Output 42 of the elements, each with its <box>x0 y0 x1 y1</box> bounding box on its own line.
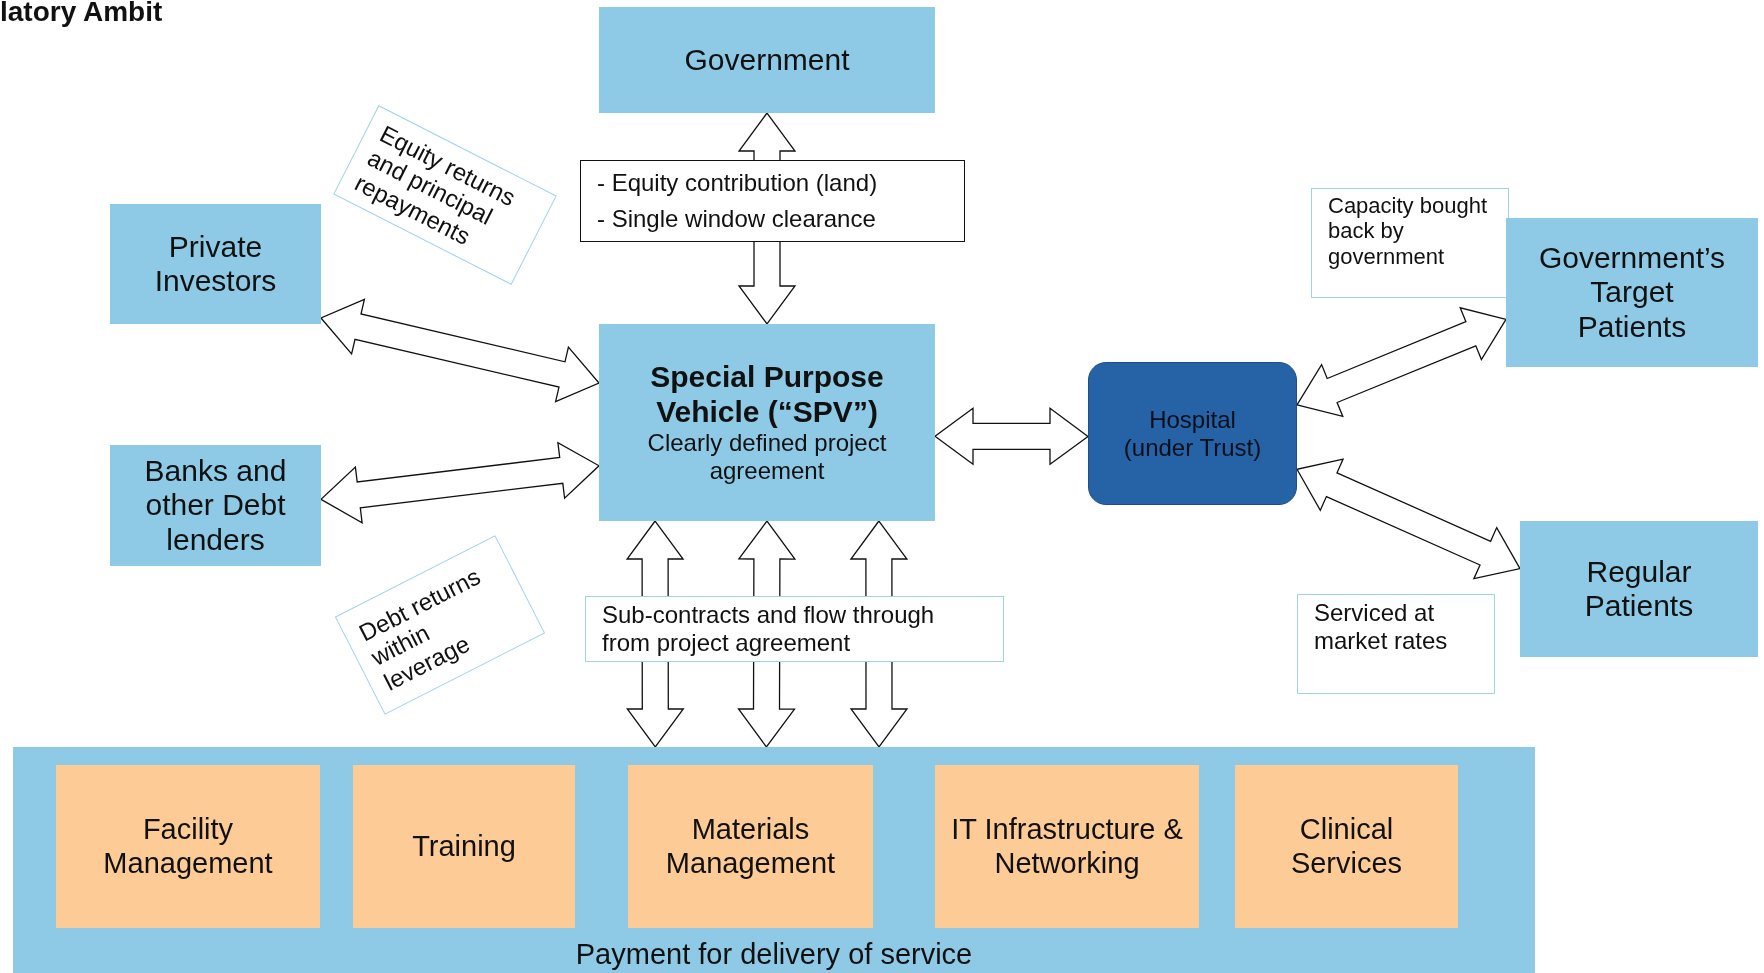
box-text: IT Infrastructure & Networking <box>950 813 1184 880</box>
double-arrow <box>1296 458 1521 580</box>
service-box <box>628 765 873 928</box>
box-text: Private Investors <box>153 229 278 299</box>
service-box <box>1235 765 1458 928</box>
box-text: Training <box>412 829 516 864</box>
box-text: Serviced at market rates <box>1314 599 1449 655</box>
box-text: Government’s Target Patients <box>1537 240 1727 345</box>
note-box <box>1297 594 1495 694</box>
double-arrow <box>1296 306 1507 418</box>
double-arrow <box>933 407 1090 466</box>
box-text: Clearly defined project agreement <box>646 429 888 485</box>
entity-box <box>110 445 321 566</box>
service-box <box>353 765 575 928</box>
box-heading: Special Purpose Vehicle (“SPV”) <box>649 360 885 430</box>
box-text: - Equity contribution (land) <box>597 169 878 197</box>
box-text: Government <box>684 42 850 78</box>
service-box <box>935 765 1199 928</box>
box-text: Clinical Services <box>1289 813 1404 880</box>
box-text: Facility Management <box>102 813 274 880</box>
box-text: Hospital (under Trust) <box>1122 405 1263 462</box>
service-band <box>13 747 1535 973</box>
box-text: Capacity bought back by government <box>1328 193 1488 269</box>
double-arrow <box>319 298 601 403</box>
box-text: Banks and other Debt lenders <box>143 453 288 558</box>
entity-box <box>599 7 935 113</box>
double-arrow <box>319 441 601 524</box>
service-box <box>56 765 320 928</box>
entity-box <box>110 204 321 324</box>
band-label: Payment for delivery of service <box>575 937 973 971</box>
box-text: - Single window clearance <box>597 205 876 233</box>
note-box <box>585 596 1004 662</box>
box-text: Materials Management <box>664 813 837 880</box>
entity-box <box>1506 218 1758 367</box>
rounded-box <box>1088 362 1297 505</box>
note-box <box>1311 188 1509 298</box>
box-text: Sub-contracts and flow through from project agreement <box>602 601 936 657</box>
box-text: Regular Patients <box>1583 554 1695 624</box>
entity-box <box>599 324 935 521</box>
note-box <box>580 160 965 242</box>
title: latory Ambit <box>0 0 163 28</box>
entity-box <box>1520 521 1758 657</box>
